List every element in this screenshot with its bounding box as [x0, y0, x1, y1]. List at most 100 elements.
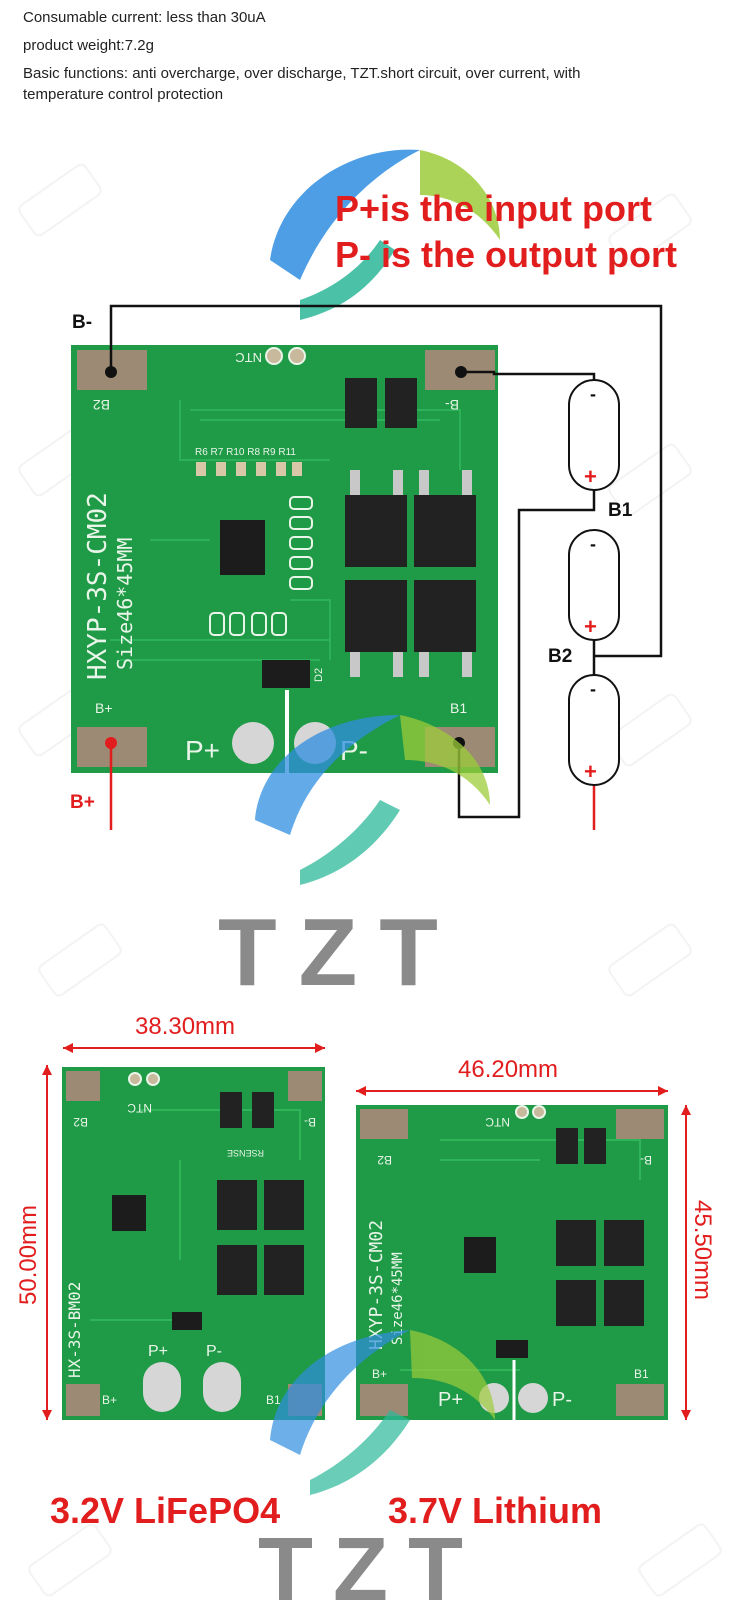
mosfet-2 [414, 495, 476, 567]
battery-cell-3: - + [568, 674, 620, 786]
wiring [109, 304, 663, 819]
right-p-minus-pad [518, 1383, 548, 1413]
left-ic [112, 1195, 146, 1231]
board-size: Size46*45MM [113, 538, 137, 670]
resistor-r12 [385, 378, 417, 428]
pcb-board-right: B2 B- B+ B1 NTC HXYP-3S-CM02 Size46*45MM… [356, 1105, 668, 1420]
mosfet-3 [345, 580, 407, 652]
right-label-bplus: B+ [372, 1367, 387, 1381]
label-b1: B1 [608, 500, 633, 521]
input-port-text: P+is the input port [335, 188, 652, 229]
right-label-bminus: B- [640, 1153, 652, 1167]
right-pad-b1 [616, 1384, 664, 1416]
label-b-minus: B- [72, 312, 92, 333]
tzt-logo-swirl-mid [255, 715, 490, 885]
right-mosfet-1 [556, 1220, 596, 1266]
label-b2: B2 [93, 397, 110, 413]
ntc-hole-1 [265, 347, 283, 365]
right-ntc-hole-2 [532, 1105, 546, 1119]
tzt-brand-bottom: TZT [258, 1520, 483, 1600]
svg-text:-: - [590, 679, 596, 699]
tzt-logo-swirl-bottom [270, 1330, 495, 1495]
pcb-board-left: B2 B- B+ B1 NTC RSENSE HX-3S-BM02 P+ P- [62, 1067, 325, 1420]
left-mosfet-4 [264, 1245, 304, 1295]
left-resistor-2 [252, 1092, 274, 1128]
right-label-b1: B1 [634, 1367, 649, 1381]
dim-right-height: 45.50mm [689, 1200, 716, 1300]
wire-b1 [457, 490, 596, 819]
dim-right-width: 46.20mm [458, 1056, 558, 1083]
right-model: HXYP-3S-CM02 [366, 1220, 387, 1350]
right-resistor-2 [584, 1128, 606, 1164]
capacitor-row [209, 496, 313, 636]
right-p-plus: P+ [438, 1389, 463, 1411]
resistor-refs: R6 R7 R10 R8 R9 R11 [195, 447, 296, 458]
wire-bminus-loop [109, 304, 663, 658]
right-ntc-hole-1 [515, 1105, 529, 1119]
label-b2: B2 [548, 646, 572, 667]
tzt-logo-swirl-top [270, 149, 500, 320]
mosfet-1 [345, 495, 407, 567]
board-model: HXYP-3S-CM02 [83, 492, 113, 680]
left-label-bplus: B+ [102, 1393, 117, 1407]
left-pad-bplus [66, 1384, 100, 1416]
left-label-b1: B1 [266, 1393, 281, 1407]
left-mosfet-3 [217, 1245, 257, 1295]
dim-left-height: 50.00mm [15, 1205, 42, 1305]
battery-cell-1: - + [568, 379, 620, 491]
right-pad-bminus [616, 1109, 664, 1139]
spec-functions: Basic functions: anti overcharge, over d… [23, 65, 581, 82]
right-diode [496, 1340, 528, 1358]
right-mosfet-2 [604, 1220, 644, 1266]
svg-text:+: + [584, 759, 597, 784]
left-p-plus-pad [143, 1362, 181, 1412]
p-plus-pad [232, 722, 274, 764]
right-label-b2: B2 [377, 1153, 392, 1167]
pcb-board-main: B2 B- B+ B1 HXYP-3S-CM02 Size46*45MM NTC… [71, 345, 498, 773]
right-p-minus: P- [552, 1389, 572, 1411]
left-mosfet-1 [217, 1180, 257, 1230]
left-p-minus: P- [206, 1343, 222, 1360]
left-ntc-hole-2 [146, 1072, 160, 1086]
output-port-text: P- is the output port [335, 234, 677, 275]
svg-text:-: - [590, 534, 596, 554]
battery-cell-2: - + [568, 529, 620, 641]
left-p-minus-pad [203, 1362, 241, 1412]
spec-weight: product weight:7.2g [23, 37, 154, 54]
left-ntc-label: NTC [127, 1101, 152, 1115]
svg-text:-: - [590, 384, 596, 404]
spec-current: Consumable current: less than 30uA [23, 9, 266, 26]
caption-lifepo4: 3.2V LiFePO4 [50, 1490, 280, 1531]
left-label-bminus: B- [304, 1115, 316, 1129]
left-label-b2: B2 [73, 1115, 88, 1129]
left-pad-b2 [66, 1071, 100, 1101]
dot-bminus [455, 366, 467, 378]
resistor-row [196, 462, 302, 476]
right-mosfet-3 [556, 1280, 596, 1326]
label-b-plus: B+ [70, 792, 95, 813]
controller-ic [220, 520, 265, 575]
dot-b2 [105, 366, 117, 378]
resistor-r13 [345, 378, 377, 428]
label-bplus-pcb: B+ [95, 700, 113, 716]
label-bminus-pcb: B- [445, 397, 459, 413]
ntc-label: NTC [235, 350, 262, 365]
left-pad-bminus [288, 1071, 322, 1101]
right-size: Size46*45MM [390, 1252, 406, 1345]
svg-text:+: + [584, 614, 597, 639]
p-plus-label: P+ [185, 735, 220, 766]
dim-left-width: 38.30mm [135, 1013, 235, 1040]
d2-label: D2 [313, 668, 325, 682]
right-resistor-1 [556, 1128, 578, 1164]
ntc-hole-2 [288, 347, 306, 365]
mosfet-legs [350, 470, 472, 677]
left-mosfet-2 [264, 1180, 304, 1230]
wire-bminus-cell [461, 370, 596, 380]
right-pad-b2 [360, 1109, 408, 1139]
caption-lithium: 3.7V Lithium [388, 1490, 602, 1531]
left-model: HX-3S-BM02 [65, 1282, 84, 1378]
left-p-plus: P+ [148, 1343, 168, 1360]
svg-text:+: + [584, 464, 597, 489]
right-ntc-label: NTC [485, 1115, 510, 1129]
tzt-brand-mid: TZT [218, 899, 460, 1006]
